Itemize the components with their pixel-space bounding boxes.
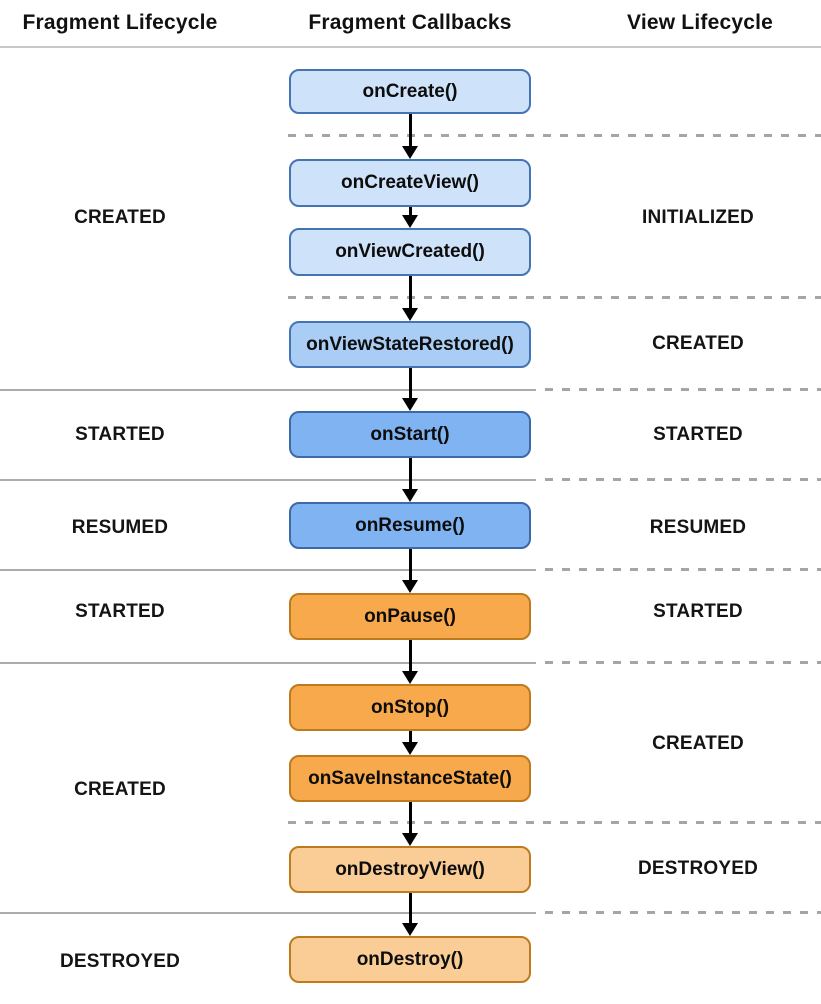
- row-divider-dashed: [545, 911, 821, 914]
- flow-arrow: [402, 368, 419, 411]
- flow-arrow: [402, 640, 419, 684]
- row-divider-dashed: [545, 388, 821, 391]
- view-state-started-2: STARTED: [653, 601, 743, 622]
- flow-arrow: [402, 114, 419, 159]
- callback-box-onstop: onStop(): [289, 684, 531, 731]
- row-divider-dashed: [288, 296, 821, 299]
- callback-box-oncreate: onCreate(): [289, 69, 531, 114]
- row-divider-solid: [0, 662, 536, 664]
- callback-box-onviewstaterestored: onViewStateRestored(): [289, 321, 531, 368]
- row-divider-dashed: [545, 568, 821, 571]
- fragment-state-created: CREATED: [74, 207, 166, 228]
- view-state-created-2: CREATED: [652, 733, 744, 754]
- column-title-fragment-lifecycle: Fragment Lifecycle: [22, 11, 218, 34]
- row-divider-dashed: [545, 661, 821, 664]
- row-divider-solid: [0, 569, 536, 571]
- row-divider-solid: [0, 389, 536, 391]
- view-state-initialized: INITIALIZED: [642, 207, 754, 228]
- flow-arrow: [402, 276, 419, 321]
- flow-arrow: [402, 458, 419, 502]
- callback-box-ondestroyview: onDestroyView(): [289, 846, 531, 893]
- column-title-fragment-callbacks: Fragment Callbacks: [308, 11, 512, 34]
- fragment-state-started: STARTED: [75, 424, 165, 445]
- flow-arrow: [402, 207, 419, 228]
- row-divider-solid: [0, 912, 536, 914]
- fragment-state-started-2: STARTED: [75, 601, 165, 622]
- row-divider-dashed: [288, 134, 821, 137]
- view-state-started: STARTED: [653, 424, 743, 445]
- flow-arrow: [402, 802, 419, 846]
- fragment-state-resumed: RESUMED: [71, 517, 169, 538]
- callback-box-onsaveinstancestate: onSaveInstanceState(): [289, 755, 531, 802]
- callback-box-oncreateview: onCreateView(): [289, 159, 531, 207]
- fragment-state-destroyed: DESTROYED: [59, 951, 181, 972]
- row-divider-dashed: [545, 478, 821, 481]
- row-divider-solid: [0, 479, 536, 481]
- callback-box-onviewcreated: onViewCreated(): [289, 228, 531, 276]
- flow-arrow: [402, 893, 419, 936]
- header-divider: [0, 46, 821, 48]
- flow-arrow: [402, 549, 419, 593]
- callback-box-ondestroy: onDestroy(): [289, 936, 531, 983]
- flow-arrow: [402, 731, 419, 755]
- view-state-created: CREATED: [652, 333, 744, 354]
- callback-box-onstart: onStart(): [289, 411, 531, 458]
- view-state-resumed: RESUMED: [649, 517, 747, 538]
- callback-box-onresume: onResume(): [289, 502, 531, 549]
- row-divider-dashed: [288, 821, 821, 824]
- fragment-state-created-2: CREATED: [74, 779, 166, 800]
- callback-box-onpause: onPause(): [289, 593, 531, 640]
- view-state-destroyed: DESTROYED: [637, 858, 759, 879]
- column-title-view-lifecycle: View Lifecycle: [627, 11, 773, 34]
